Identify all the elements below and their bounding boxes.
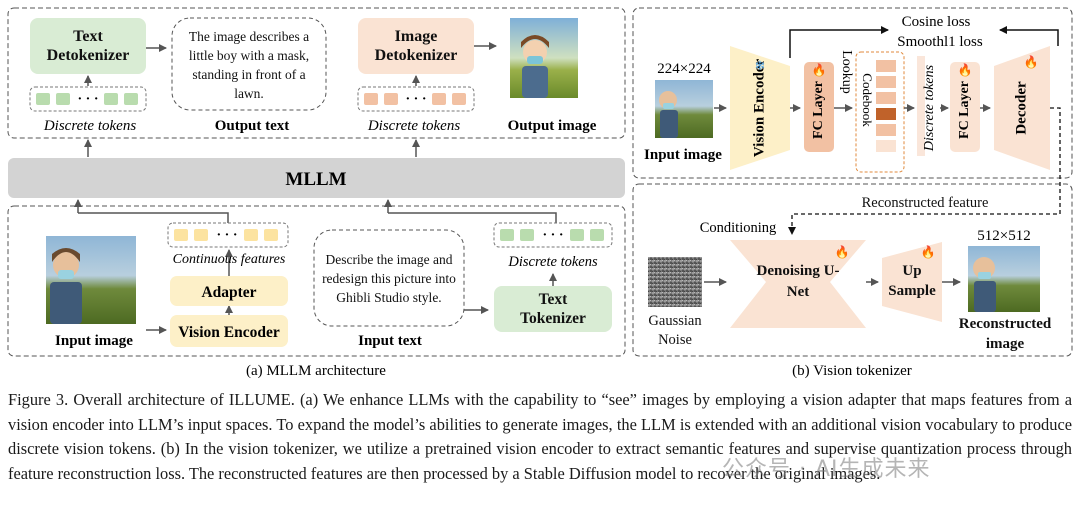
conditioning-label: Conditioning — [700, 220, 777, 236]
discrete-tokens-label-text-in: Discrete tokens — [507, 254, 598, 270]
reconstructed-feature-label: Reconstructed feature — [861, 195, 989, 211]
output-group-box — [7, 7, 626, 139]
tokenizer-caption: (b) Vision tokenizer — [792, 363, 912, 379]
token-row-image-out — [357, 86, 475, 112]
decoder-group-box — [632, 183, 1073, 357]
output-size-label: 512×512 — [977, 228, 1030, 244]
mllm-block — [8, 158, 625, 198]
vision-encoder-box — [170, 315, 288, 347]
output-text-label: Output text — [215, 118, 290, 134]
tokenizer-discrete-tokens-label: Discrete tokens — [922, 64, 937, 152]
fc-layer-2-label: FC Layer — [957, 81, 972, 139]
output-image — [510, 18, 578, 98]
fc-layer-block — [804, 62, 834, 152]
encoder-group-box — [632, 7, 1073, 179]
text-detokenizer-label: Text Detokenizer — [46, 28, 130, 64]
svg-text:· · ·: · · · — [542, 228, 563, 243]
svg-text:· · ·: · · · — [216, 228, 237, 243]
input-size-label: 224×224 — [657, 61, 711, 77]
adapter-label: Adapter — [201, 284, 256, 301]
image-detokenizer-label: Image Detokenizer — [374, 28, 458, 64]
reconstructed-image-label: Reconstructed image — [958, 316, 1052, 352]
tokenizer-panel: 224×224 Input image Vision Encoder ❄ FC … — [632, 7, 1073, 379]
mllm-caption: (a) MLLM architecture — [246, 363, 386, 379]
reconstructed-image — [968, 246, 1040, 312]
vision-encoder-label: Vision Encoder — [178, 324, 280, 341]
watermark-text: 公众号 · AI生成未来 — [722, 457, 931, 482]
discrete-tokens-label-text-out: Discrete tokens — [43, 118, 136, 134]
mllm-label: MLLM — [285, 169, 346, 190]
text-tokenizer-box — [494, 286, 612, 332]
image-detokenizer-box — [358, 18, 474, 74]
codebook-label: Codebook — [860, 73, 875, 127]
token-row-text-in — [493, 222, 613, 248]
denoising-unet-block — [730, 240, 866, 328]
architecture-diagram: Text Detokenizer · · · Discrete tokens T… — [7, 7, 1073, 379]
output-text-bubble — [171, 17, 327, 111]
mllm-panel: Text Detokenizer · · · Discrete tokens T… — [7, 7, 626, 379]
token-row-continuous — [167, 222, 289, 248]
svg-text:· · ·: · · · — [77, 92, 98, 107]
tokenizer-input-label: Input image — [644, 147, 722, 163]
continuous-features-label: Continuous features — [173, 252, 286, 267]
trainable-icon-fc2: 🔥 — [958, 63, 973, 77]
tokenizer-vision-encoder-label: Vision Encoder — [751, 59, 767, 158]
text-tokenizer-label: Text Tokenizer — [520, 291, 586, 327]
trainable-icon-fc: 🔥 — [812, 63, 827, 77]
cosine-loss-label: Cosine loss — [902, 14, 971, 30]
token-row-text-out — [29, 86, 147, 112]
output-image-label: Output image — [508, 118, 597, 134]
frozen-icon: ❄ — [755, 59, 766, 74]
smoothl1-loss-label: Smoothl1 loss — [897, 34, 983, 50]
text-detokenizer-box — [30, 18, 146, 74]
discrete-tokens-label-image-out: Discrete tokens — [367, 118, 460, 134]
token-column — [917, 56, 925, 156]
fc-layer-2-block — [950, 62, 980, 152]
lookup-label: Lookup — [839, 50, 854, 94]
trainable-icon-unet: 🔥 — [835, 245, 850, 259]
decoder-block — [994, 46, 1050, 170]
input-group-box — [7, 205, 626, 357]
upsample-block — [882, 242, 942, 322]
codebook-box — [855, 51, 905, 173]
input-image — [46, 236, 136, 324]
gaussian-noise-label: Gaussian Noise — [648, 313, 702, 348]
trainable-icon-decoder: 🔥 — [1024, 55, 1039, 69]
upsample-label: Up Sample — [888, 263, 936, 299]
input-image-label: Input image — [55, 333, 133, 349]
decoder-label: Decoder — [1013, 81, 1029, 135]
output-text-content: The image describes a little boy with a … — [188, 29, 310, 101]
gaussian-noise-image — [648, 257, 702, 307]
input-text-bubble — [313, 229, 465, 327]
trainable-icon-upsample: 🔥 — [921, 245, 936, 259]
tokenizer-vision-encoder-block — [730, 46, 790, 170]
fc-layer-label: FC Layer — [811, 81, 826, 139]
denoising-unet-label: Denoising U-Net — [756, 263, 840, 300]
svg-text:· · ·: · · · — [405, 92, 426, 107]
adapter-box — [170, 276, 288, 306]
input-text-content: Describe the image and redesign this pic… — [322, 251, 456, 305]
tokenizer-input-image — [655, 80, 713, 138]
input-text-label: Input text — [358, 333, 422, 349]
figure-caption: Figure 3. Overall architecture of ILLUME… — [8, 390, 1072, 483]
